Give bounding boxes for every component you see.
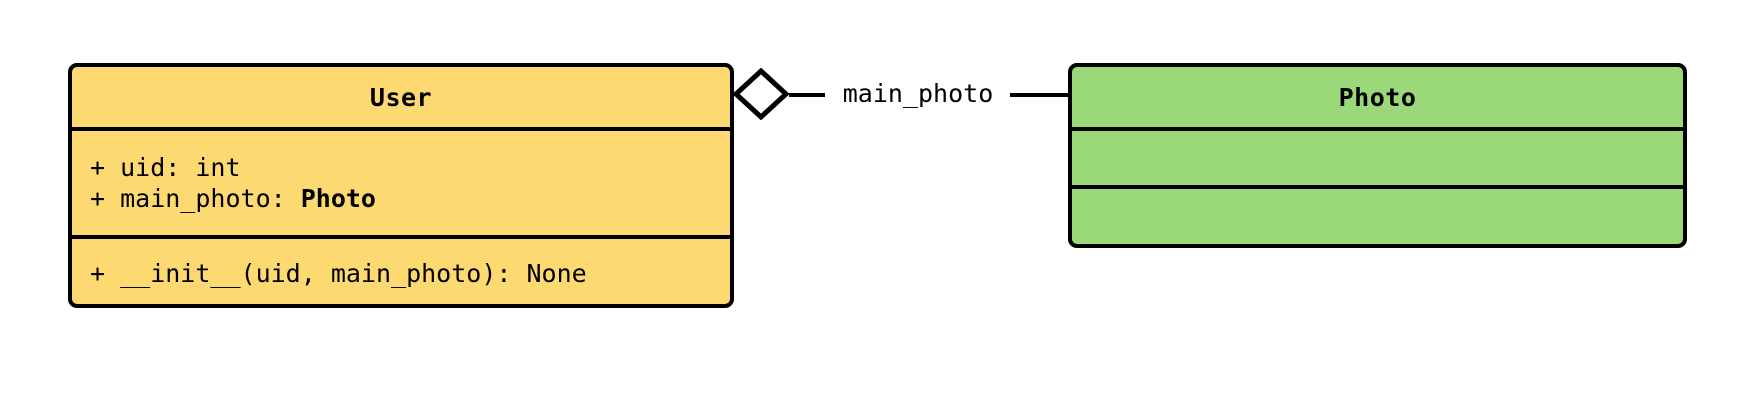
class-operations-photo xyxy=(1072,185,1683,244)
aggregation-diamond-icon xyxy=(733,68,789,120)
association-line-left xyxy=(789,93,825,97)
attribute-main-photo: + main_photo: Photo xyxy=(90,183,712,214)
class-attributes-user: + uid: int + main_photo: Photo xyxy=(72,127,730,235)
attribute-main-photo-type: Photo xyxy=(300,184,376,213)
class-title-user: User xyxy=(369,82,433,112)
attribute-main-photo-label: + main_photo: xyxy=(90,184,301,213)
attribute-uid: + uid: int xyxy=(90,153,241,182)
association-label-main-photo: main_photo xyxy=(842,79,994,108)
association-line-right xyxy=(1010,93,1068,97)
operation-init: + __init__(uid, main_photo): None xyxy=(90,259,587,288)
class-box-photo[interactable]: Photo xyxy=(1068,63,1687,248)
class-title-photo: Photo xyxy=(1338,82,1417,112)
class-attributes-photo xyxy=(1072,127,1683,185)
class-operations-user: + __init__(uid, main_photo): None xyxy=(72,235,730,304)
class-box-user[interactable]: User + uid: int + main_photo: Photo + __… xyxy=(68,63,734,308)
